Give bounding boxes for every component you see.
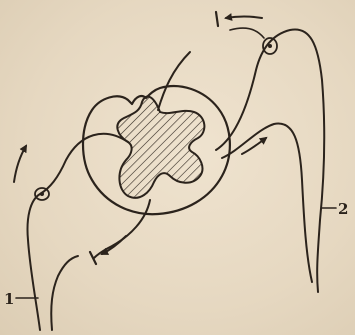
grey-matter: [117, 97, 204, 198]
fiber-1-path-inner: [51, 256, 78, 330]
efferent-fiber: [94, 200, 150, 258]
fiber-2-top-arrow: [226, 17, 262, 19]
fiber-2-mid-arrow: [242, 138, 266, 154]
ganglion-nucleus-2: [268, 44, 272, 48]
fiber-1-arrow: [14, 146, 26, 182]
fiber-2-top-line: [230, 28, 264, 38]
fiber-2-terminal: [216, 12, 218, 26]
fiber-2-path: [222, 124, 312, 282]
fiber-1-path: [28, 134, 129, 330]
fiber-2-label: 2: [338, 200, 348, 218]
fiber-1-label: 1: [4, 290, 14, 308]
dorsal-root: [158, 52, 190, 110]
ganglion-nucleus-1: [40, 192, 44, 196]
